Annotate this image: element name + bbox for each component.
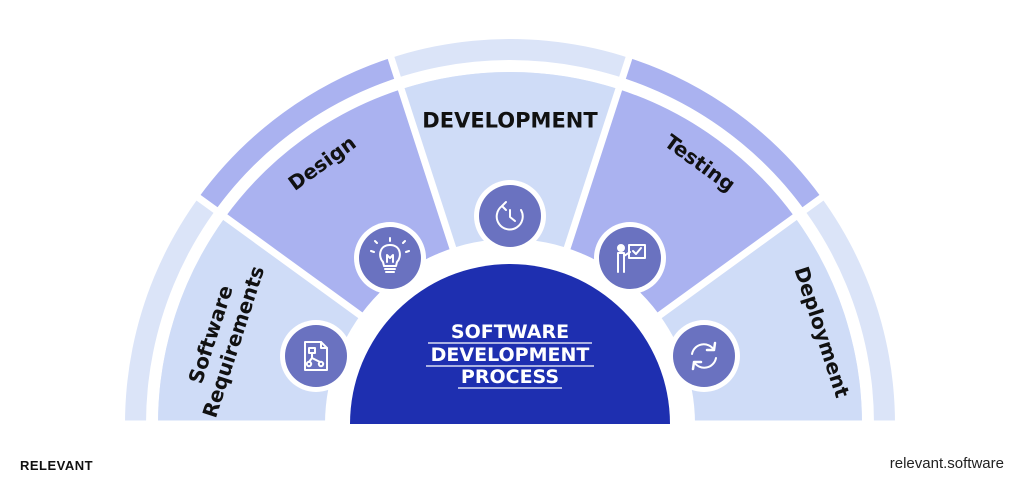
outer-ring-accent-arc (198, 57, 398, 211)
icon-badge (673, 325, 735, 387)
refresh-arrows-icon (668, 320, 740, 392)
outer-ring-accent-arc (622, 57, 822, 211)
presenter-checklist-icon (594, 222, 666, 294)
cycle-clock-icon (474, 180, 546, 252)
website-label: relevant.software (889, 455, 1004, 472)
lightbulb-icon (354, 222, 426, 294)
segment-label-development: DEVELOPMENT (422, 108, 598, 132)
center-label-line-1: SOFTWARE (451, 321, 569, 343)
segment-development (401, 72, 619, 258)
center-label-line-3: PROCESS (461, 366, 559, 388)
segment-dividers (123, 54, 897, 428)
brand-logo-text: RELEVANT (20, 458, 94, 473)
icon-badge (285, 325, 347, 387)
segment-label-line: DEVELOPMENT (422, 108, 598, 132)
center-label-line-2: DEVELOPMENT (431, 344, 590, 366)
center-hub-shape (350, 264, 670, 424)
segment-divider (557, 54, 633, 269)
center-hub: SOFTWARE DEVELOPMENT PROCESS (325, 239, 695, 424)
segment-divider (194, 193, 379, 330)
segment-icons (280, 180, 740, 392)
segment-divider (641, 193, 826, 330)
segment-divider (387, 54, 463, 269)
flowchart-document-icon (280, 320, 352, 392)
